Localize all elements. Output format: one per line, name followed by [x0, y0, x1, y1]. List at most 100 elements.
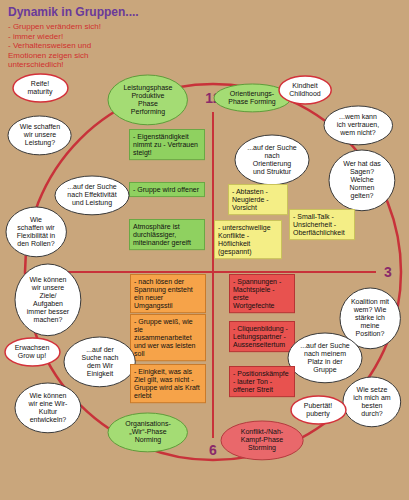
phase-card: - Gruppe weiß, wie sie zusammenarbeitet … — [130, 314, 206, 361]
phase-oval: Konflikt-/Nah-Kampf-Phase Storming — [220, 420, 304, 461]
thought-bubble: Wie schaffen wir unsere Leistung? — [7, 115, 72, 156]
oval-shape — [279, 76, 331, 104]
phase-card: - Abtasten - Neugierde - Vorsicht — [228, 184, 288, 215]
quadrant-line — [36, 271, 376, 273]
node-text: Wie können wir eine Wir-Kultur entwickel… — [26, 392, 70, 424]
phase-oval: Leistungsphase Produktive Phase Performi… — [107, 74, 188, 126]
oval-shape — [5, 338, 60, 366]
node-text-box: - Cliquenbildung - Leitungspartner - Aus… — [233, 325, 291, 349]
clock-number: 3 — [382, 264, 394, 280]
node-text-box: Erwachsen Grow up! — [14, 344, 50, 360]
node-text-box: Wer hat das Sagen? Welche Normen gelten? — [340, 160, 384, 200]
node-text-box: Wie schaffen wir Flexibilität in den Rol… — [16, 216, 56, 248]
node-text-box: - Eigenständigkeit nimmt zu - Vertrauen … — [133, 133, 201, 157]
oval-shape — [324, 106, 393, 145]
node-text-box: ...wem kann ich vertrauen, wem nicht? — [335, 113, 381, 137]
node-text: Wie schaffen wir unsere Leistung? — [19, 123, 61, 147]
node-text-box: Pubertät! puberty — [300, 402, 336, 418]
oval-shape — [13, 74, 68, 102]
card-shape — [230, 322, 295, 352]
node-text: - Gruppe wird offener — [133, 186, 201, 194]
node-text: Koalition mit wem? Wie stärke ich meine … — [350, 298, 390, 338]
node-text: Kindheit Childhood — [288, 82, 322, 98]
node-text-box: - unterschwellige Konflikte - Höflichkei… — [218, 224, 278, 256]
oval-shape — [8, 116, 71, 155]
bullet-note: - Verhaltensweisen und Emotionen zeigen … — [8, 41, 126, 70]
node-text-box: Leistungsphase Produktive Phase Performi… — [121, 84, 175, 116]
node-text: ...auf der Suche nach Effektivität und L… — [67, 183, 117, 207]
phase-card: - Cliquenbildung - Leitungspartner - Aus… — [229, 321, 295, 352]
node-text: Wie setze ich mich am besten durch? — [353, 386, 391, 418]
thought-bubble: ...auf der Suche nach Effektivität und L… — [54, 175, 130, 216]
node-text-box: - Positionskämpfe - lauter Ton - offener… — [233, 370, 291, 394]
node-text: - Small-Talk - Unsicherheit - Oberflächl… — [293, 213, 351, 237]
node-text: Orientierungs-Phase Forming — [226, 90, 278, 106]
chart-title: Dynamik in Gruppen.... — [8, 5, 139, 19]
life-stage-oval: Erwachsen Grow up! — [4, 337, 61, 367]
node-text-box: - Einigkeit, was als Ziel gilt, was nich… — [134, 368, 202, 400]
node-text: ...auf der Suche nach meinem Platz in de… — [300, 342, 350, 374]
oval-shape — [108, 413, 187, 452]
thought-bubble: Wie schaffen wir Flexibilität in den Rol… — [5, 206, 67, 258]
node-text: - Spannungen - Machtspiele - erste Wortg… — [233, 278, 291, 310]
node-text: Konflikt-/Nah-Kampf-Phase Storming — [234, 428, 290, 452]
phase-card: - Small-Talk - Unsicherheit - Oberflächl… — [289, 209, 355, 240]
phase-card: - Spannungen - Machtspiele - erste Wortg… — [229, 274, 295, 313]
card-shape — [229, 185, 288, 215]
bullet-note: - Gruppen verändern sich! — [8, 22, 126, 32]
phase-card: - Positionskämpfe - lauter Ton - offener… — [229, 366, 295, 397]
quadrant-line — [212, 112, 214, 438]
node-text-box: ...auf der Suche nach dem Wir Einigkeit — [76, 346, 124, 378]
thought-bubble: Wie können wir unsere Ziele/ Aufgaben im… — [14, 263, 82, 337]
bullet-list: - Gruppen verändern sich!- immer wieder!… — [8, 22, 126, 70]
oval-shape — [288, 333, 362, 383]
node-text-box: ...auf der Suche nach Orientierung und S… — [247, 144, 297, 176]
phase-card: - unterschwellige Konflikte - Höflichkei… — [214, 220, 282, 259]
node-text-box: - Abtasten - Neugierde - Vorsicht — [232, 188, 284, 212]
thought-bubble: Wie setze ich mich am besten durch? — [342, 376, 402, 428]
oval-shape — [64, 337, 135, 387]
node-text-box: Reife! maturity — [22, 80, 58, 96]
node-text: Wie können wir unsere Ziele/ Aufgaben im… — [26, 276, 70, 324]
phase-card: - nach lösen der Spannung entsteht ein n… — [130, 274, 206, 313]
node-text: Atmosphäre ist durchlässiger, miteinande… — [133, 223, 201, 247]
thought-bubble: ...auf der Suche nach meinem Platz in de… — [287, 332, 363, 384]
phase-card: Atmosphäre ist durchlässiger, miteinande… — [129, 219, 205, 250]
node-text-box: Wie schaffen wir unsere Leistung? — [19, 123, 61, 147]
card-shape — [290, 210, 355, 240]
node-text-box: Kindheit Childhood — [288, 82, 322, 98]
node-text: - unterschwellige Konflikte - Höflichkei… — [218, 224, 278, 256]
node-text-box: - nach lösen der Spannung entsteht ein n… — [134, 278, 202, 310]
node-text-box: Wie setze ich mich am besten durch? — [353, 386, 391, 418]
life-stage-oval: Pubertät! puberty — [290, 395, 347, 425]
node-text: Wie schaffen wir Flexibilität in den Rol… — [16, 216, 56, 248]
card-shape — [131, 275, 206, 313]
node-text-box: - Gruppe wird offener — [133, 186, 201, 194]
node-text: Erwachsen Grow up! — [14, 344, 50, 360]
node-text: - Abtasten - Neugierde - Vorsicht — [232, 188, 284, 212]
oval-shape — [291, 396, 346, 424]
node-text-box: - Spannungen - Machtspiele - erste Wortg… — [233, 278, 291, 310]
node-text: ...auf der Suche nach dem Wir Einigkeit — [76, 346, 124, 378]
life-stage-oval: Kindheit Childhood — [278, 75, 332, 105]
card-shape — [131, 365, 206, 403]
node-text: ...wem kann ich vertrauen, wem nicht? — [335, 113, 381, 137]
thought-bubble: ...auf der Suche nach dem Wir Einigkeit — [63, 336, 136, 388]
thought-bubble: ...auf der Suche nach Orientierung und S… — [234, 134, 310, 186]
node-text-box: ...auf der Suche nach meinem Platz in de… — [300, 342, 350, 374]
node-text: - Cliquenbildung - Leitungspartner - Aus… — [233, 325, 291, 349]
clock-circle — [25, 84, 401, 460]
node-text-box: - Small-Talk - Unsicherheit - Oberflächl… — [293, 213, 351, 237]
life-stage-oval: Reife! maturity — [12, 73, 69, 103]
oval-shape — [15, 264, 81, 336]
phase-card: - Einigkeit, was als Ziel gilt, was nich… — [130, 364, 206, 403]
node-text-box: Orientierungs-Phase Forming — [226, 90, 278, 106]
node-text-box: Wie können wir eine Wir-Kultur entwickel… — [26, 392, 70, 424]
node-text-box: ...auf der Suche nach Effektivität und L… — [67, 183, 117, 207]
node-text: Leistungsphase Produktive Phase Performi… — [121, 84, 175, 116]
node-text: Organisations-„Wir“-Phase Norming — [121, 420, 175, 444]
phase-card: - Eigenständigkeit nimmt zu - Vertrauen … — [129, 129, 205, 160]
phase-oval: Organisations-„Wir“-Phase Norming — [107, 412, 188, 453]
node-text-box: Atmosphäre ist durchlässiger, miteinande… — [133, 223, 201, 247]
